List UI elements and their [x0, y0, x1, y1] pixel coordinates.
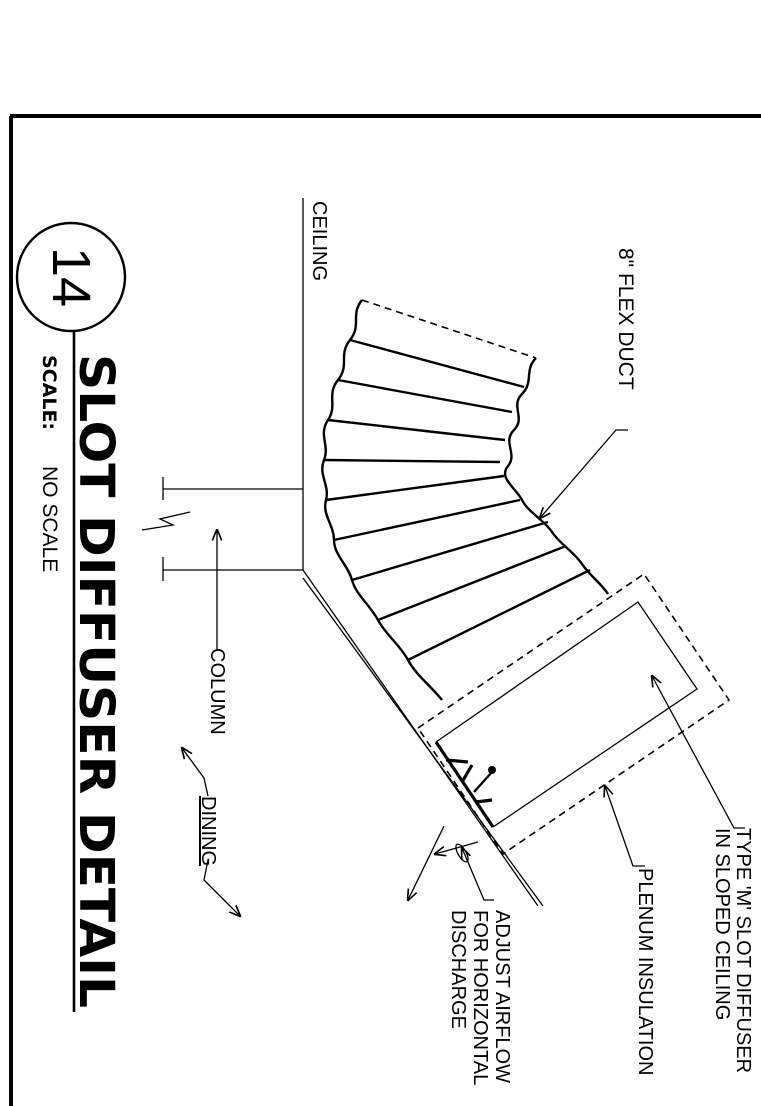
airflow-label-line2: FOR HORIZONTAL	[469, 910, 491, 1085]
airflow-adjust-symbol	[455, 843, 469, 863]
airflow-label-line3: DISCHARGE	[447, 910, 469, 1029]
sloped-ceiling-line-2	[302, 577, 544, 907]
airflow-label-line1: ADJUST AIRFLOW	[491, 910, 513, 1083]
flex-duct-label: 8" FLEX DUCT	[614, 248, 637, 390]
scale-label: SCALE:	[38, 355, 60, 430]
plenum-insulation-label: PLENUM INSULATION	[634, 868, 656, 1075]
diffuser-label-line1: TYPE 'M' SLOT DIFFUSER	[732, 828, 754, 1073]
detail-number-bubble	[15, 221, 127, 333]
detail-number: 14	[41, 247, 101, 307]
dining-label: DINING	[197, 796, 219, 866]
column-label: COLUMN	[206, 648, 228, 735]
leader-lines	[182, 429, 745, 916]
detail-title: SLOT DIFFUSER DETAIL	[68, 354, 124, 1008]
scale-value: NO SCALE	[38, 466, 61, 572]
diffuser-label-line2: IN SLOPED CEILING	[711, 828, 733, 1020]
slot-diffuser-plenum	[434, 601, 698, 828]
ceiling-label: CEILING	[308, 201, 330, 281]
column-symbol	[141, 477, 303, 581]
plenum-insulation	[416, 572, 731, 856]
flex-duct	[321, 299, 609, 701]
